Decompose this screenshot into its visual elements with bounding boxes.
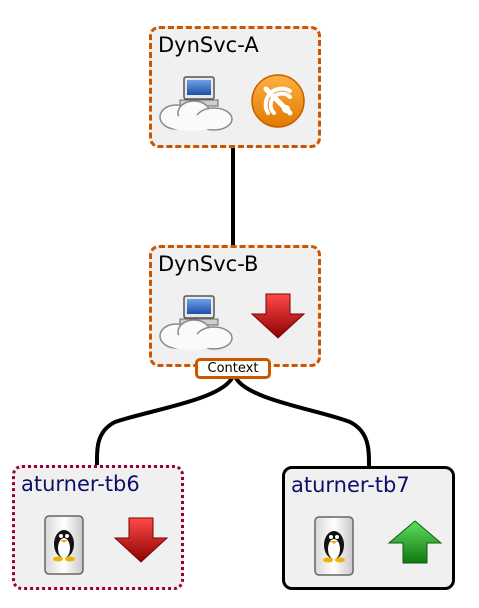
- red-down-arrow-icon: [250, 293, 306, 339]
- no-signal-icon: [251, 74, 305, 128]
- edge-dynsvc-b-to-aturner-tb7[interactable]: [234, 376, 372, 467]
- cloud-computer-icon: [159, 295, 233, 350]
- node-label: aturner-tb6: [21, 472, 140, 496]
- red-down-arrow-icon: [113, 517, 169, 563]
- node-label: DynSvc-B: [158, 252, 259, 276]
- green-up-arrow-icon: [387, 520, 443, 564]
- node-label: DynSvc-A: [158, 33, 259, 57]
- node-aturner-tb7[interactable]: aturner-tb7: [282, 466, 455, 590]
- node-aturner-tb6[interactable]: aturner-tb6: [12, 465, 184, 590]
- node-label: aturner-tb7: [291, 473, 410, 497]
- linux-server-icon: [314, 516, 354, 576]
- edge-dynsvc-b-to-aturner-tb6[interactable]: [94, 376, 234, 466]
- context-badge[interactable]: Context: [195, 358, 271, 379]
- node-dynsvc-a[interactable]: DynSvc-A: [149, 26, 321, 148]
- node-dynsvc-b[interactable]: DynSvc-B: [149, 245, 321, 367]
- cloud-computer-icon: [159, 76, 233, 131]
- linux-server-icon: [44, 515, 84, 575]
